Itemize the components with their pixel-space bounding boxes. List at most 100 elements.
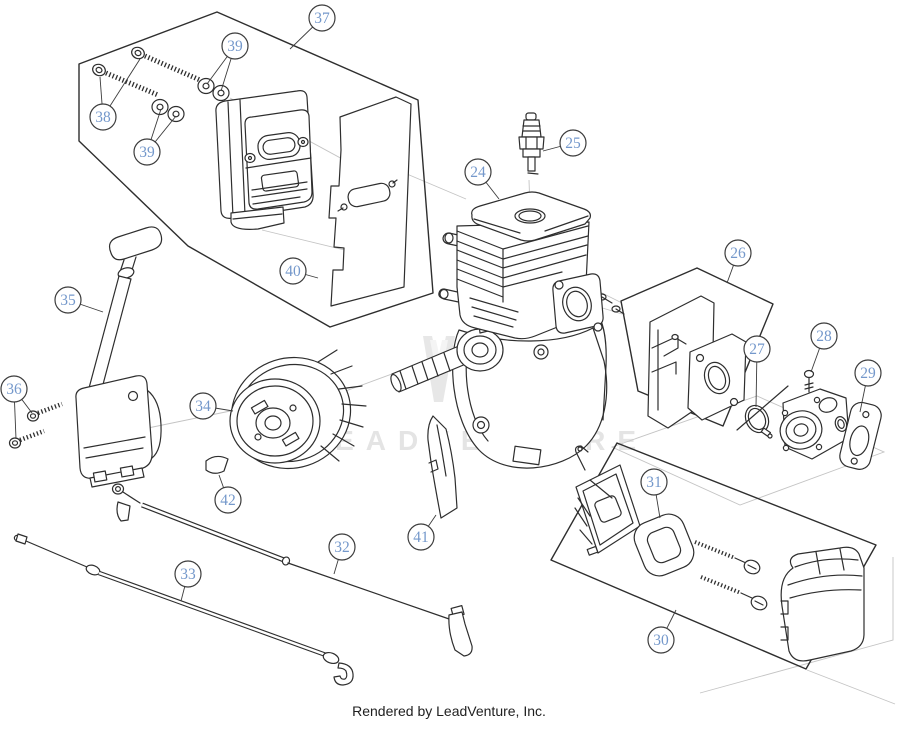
muffler-washers xyxy=(151,77,230,123)
callout-number: 30 xyxy=(653,632,669,649)
callout-number: 34 xyxy=(195,398,211,415)
callout-36[interactable]: 36 xyxy=(0,375,33,440)
spark-plug xyxy=(518,112,545,175)
throttle-cable xyxy=(111,483,473,657)
filter-base xyxy=(574,445,641,556)
callout-39[interactable]: 39 xyxy=(206,32,249,92)
callout-balloon[interactable] xyxy=(464,158,492,186)
housing-screw xyxy=(8,428,45,449)
callout-number: 39 xyxy=(227,38,243,55)
callout-number: 27 xyxy=(749,341,765,358)
callout-40[interactable]: 40 xyxy=(279,257,319,285)
callout-balloon[interactable] xyxy=(647,626,675,654)
callout-34[interactable]: 34 xyxy=(189,392,234,420)
heat-shield xyxy=(328,96,412,307)
callout-39[interactable]: 39 xyxy=(133,108,177,166)
callout-balloon[interactable] xyxy=(743,335,771,363)
handle-grip xyxy=(108,226,163,261)
crankshaft xyxy=(390,328,504,393)
starter-pawls xyxy=(250,399,300,447)
muffler-group xyxy=(92,46,412,307)
callout-number: 36 xyxy=(6,381,22,398)
callout-41[interactable]: 41 xyxy=(407,514,437,551)
handle-housing xyxy=(75,375,162,488)
flywheel-group xyxy=(205,349,367,474)
callout-number: 28 xyxy=(816,328,832,345)
filter-cover xyxy=(780,546,865,662)
callout-balloon[interactable] xyxy=(724,239,752,267)
engine-group xyxy=(390,112,625,469)
callout-balloon[interactable] xyxy=(89,103,117,131)
choke-ring xyxy=(744,404,773,439)
callout-number: 26 xyxy=(730,245,746,262)
throttle-cable xyxy=(13,533,354,686)
callout-42[interactable]: 42 xyxy=(214,474,242,514)
callout-32[interactable]: 32 xyxy=(328,533,356,575)
callout-number: 35 xyxy=(60,292,76,309)
airfilter-group xyxy=(574,445,865,662)
callout-balloon[interactable] xyxy=(810,322,838,350)
callout-balloon[interactable] xyxy=(0,375,28,403)
exhaust-flange xyxy=(552,273,604,334)
callout-balloon[interactable] xyxy=(133,138,161,166)
muffler-bolt xyxy=(131,46,201,83)
callout-number: 24 xyxy=(470,164,486,181)
callout-number: 33 xyxy=(180,566,196,583)
footer-credit: Rendered by LeadVenture, Inc. xyxy=(352,703,546,719)
callout-balloon[interactable] xyxy=(407,523,435,551)
callout-number: 40 xyxy=(285,263,301,280)
throttle-rod xyxy=(736,385,789,431)
airfilter-group-box xyxy=(550,442,877,670)
callout-number: 39 xyxy=(139,144,155,161)
flywheel-fan-blades xyxy=(317,349,367,462)
muffler xyxy=(215,90,314,230)
callout-balloon[interactable] xyxy=(221,32,249,60)
callout-29[interactable]: 29 xyxy=(854,359,882,413)
callout-balloon[interactable] xyxy=(559,129,587,157)
callout-35[interactable]: 35 xyxy=(54,286,104,314)
cables-group xyxy=(13,483,473,686)
callout-number: 31 xyxy=(646,474,662,491)
callout-number: 25 xyxy=(565,135,581,152)
flywheel-key xyxy=(205,455,229,474)
callout-24[interactable]: 24 xyxy=(464,158,500,200)
callout-balloon[interactable] xyxy=(214,486,242,514)
carburetor-group xyxy=(647,295,882,470)
carburetor-gasket xyxy=(839,401,882,470)
callout-number: 32 xyxy=(334,539,350,556)
callout-balloon[interactable] xyxy=(308,4,336,32)
housing-screw xyxy=(26,401,63,422)
callout-balloon[interactable] xyxy=(54,286,82,314)
callout-38[interactable]: 38 xyxy=(89,58,141,131)
intake-bracket xyxy=(647,295,747,429)
callout-balloon[interactable] xyxy=(174,560,202,588)
callout-balloon[interactable] xyxy=(854,359,882,387)
callout-number: 41 xyxy=(413,529,429,546)
callout-balloon[interactable] xyxy=(279,257,307,285)
starter-handle-group xyxy=(8,226,163,488)
callout-number: 42 xyxy=(220,492,236,509)
callout-number: 29 xyxy=(860,365,876,382)
callout-balloon[interactable] xyxy=(640,468,668,496)
callout-28[interactable]: 28 xyxy=(810,322,838,373)
muffler-group-box xyxy=(78,11,434,328)
callout-27[interactable]: 27 xyxy=(743,335,771,408)
callout-number: 38 xyxy=(95,109,111,126)
filter-cover-screw xyxy=(700,575,768,611)
callout-37[interactable]: 37 xyxy=(289,4,336,50)
callout-balloon[interactable] xyxy=(189,392,217,420)
filter-cover-screw xyxy=(694,540,761,575)
filter-element xyxy=(633,513,695,577)
callout-33[interactable]: 33 xyxy=(174,560,202,602)
muffler-bolt xyxy=(92,63,159,98)
callout-30[interactable]: 30 xyxy=(647,609,677,654)
callout-number: 37 xyxy=(314,10,330,27)
callout-26[interactable]: 26 xyxy=(724,239,752,284)
callout-25[interactable]: 25 xyxy=(542,129,587,157)
callout-31[interactable]: 31 xyxy=(640,468,668,519)
callout-layer: 24 25 26 27 28 29 30 31 32 33 34 35 36 37 38 39 39 40 41 42 xyxy=(0,4,882,654)
carburetor xyxy=(779,369,850,460)
callout-balloon[interactable] xyxy=(328,533,356,561)
